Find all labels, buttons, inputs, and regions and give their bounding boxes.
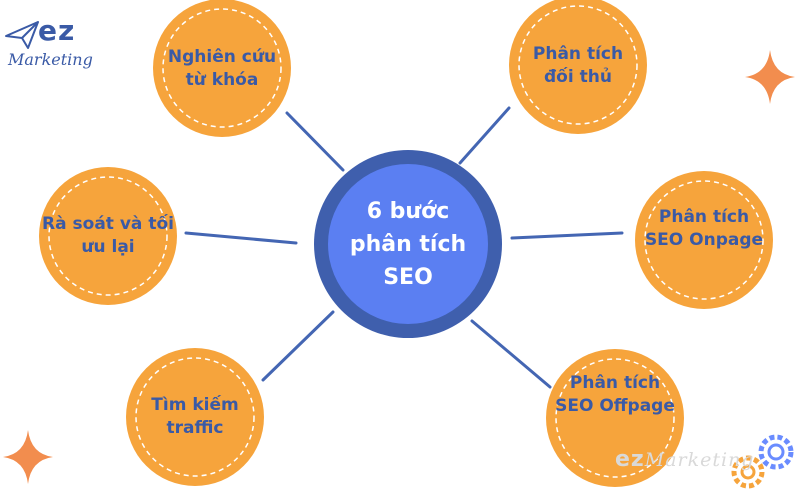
brand-logo-subtitle: Marketing [8,50,93,69]
sparkle-icon [3,430,53,484]
node-label-offpage-analysis: Phân tích SEO Offpage [555,373,675,416]
brand-watermark: ezMarketing [615,447,754,472]
sparkle-icon [745,50,795,104]
node-review-optimize [39,167,177,305]
gear-icon [731,455,765,489]
node-onpage-analysis [635,171,773,309]
node-offpage-analysis [546,349,684,487]
gear-icon [758,434,794,470]
node-label-review-optimize: Rà soát và tối ưu lại [42,214,174,257]
brand-watermark-subtitle: Marketing [644,449,755,471]
center-node [314,150,502,338]
connector-keyword-research [285,111,345,172]
brand-watermark-mark: ez [615,447,645,472]
node-keyword-research [153,0,291,137]
connector-review-optimize [184,231,298,245]
center-node-label: 6 bước phân tích SEO [349,198,467,290]
brand-logo-mark: ez [38,14,76,47]
node-label-traffic-search: Tìm kiếm traffic [151,395,239,438]
connectors [184,106,624,389]
node-label-competitor-analysis: Phân tích đối thủ [532,44,624,87]
connector-traffic-search [261,310,335,382]
node-label-keyword-research: Nghiên cứu từ khóa [167,47,277,90]
node-label-onpage-analysis: Phân tích SEO Onpage [644,207,764,250]
connector-offpage-analysis [470,319,552,389]
connector-onpage-analysis [510,231,624,240]
node-competitor-analysis [509,0,647,134]
connector-competitor-analysis [458,106,511,165]
paper-plane-icon [5,21,39,49]
node-traffic-search [126,348,264,486]
